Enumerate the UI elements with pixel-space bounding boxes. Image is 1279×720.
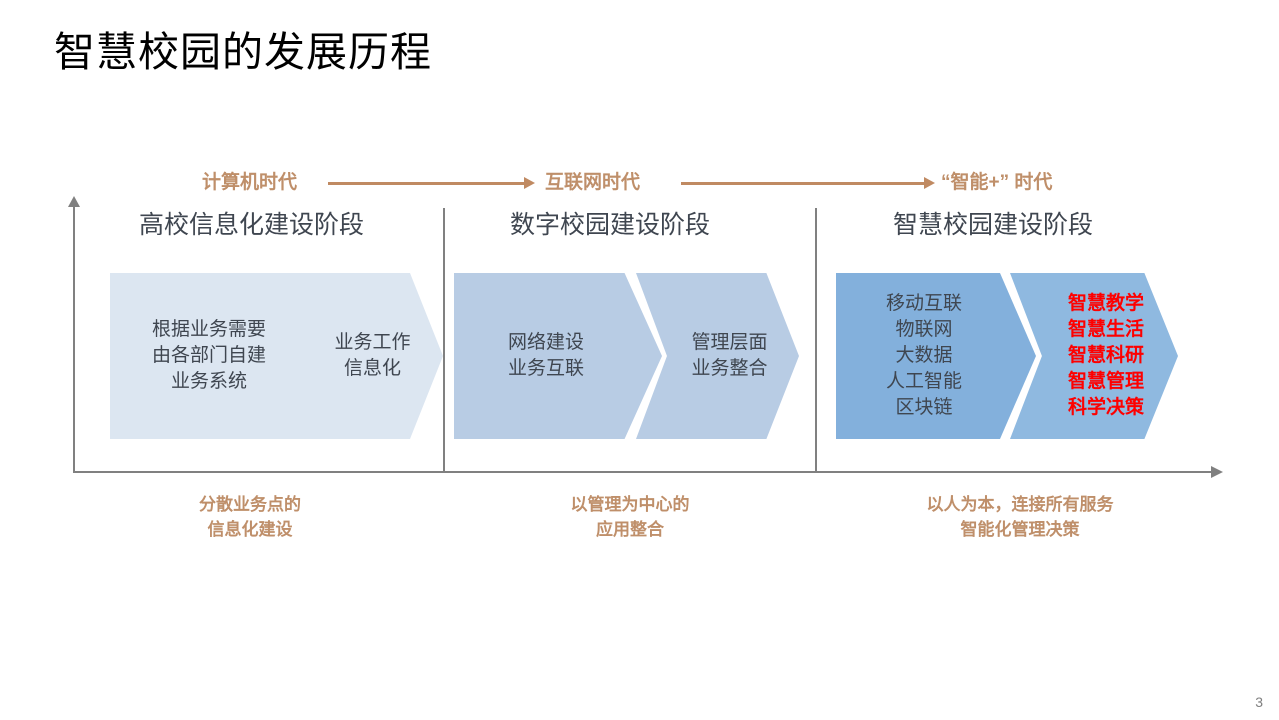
era-band: 计算机时代 互联网时代 “智能+” 时代 [0,170,1279,200]
chevron-3-1: 移动互联 物联网 大数据 人工智能 区块链 [836,273,1036,439]
chevron-1-2-label: 业务工作 信息化 [334,332,411,379]
page-title: 智慧校园的发展历程 [54,29,432,75]
stage-heading-2: 数字校园建设阶段 [510,211,711,239]
chevron-2-2-label: 管理层面 业务整合 [691,332,768,379]
chevron-1-1-label: 根据业务需要 由各部门自建 业务系统 [151,319,266,392]
stage-3-chevron-group: 移动互联 物联网 大数据 人工智能 区块链 智慧教学 智慧生活 智慧科研 智慧管… [836,273,1178,439]
era-label-internet: 互联网时代 [545,172,641,193]
page-number: 3 [1255,694,1263,710]
stage-heading-3: 智慧校园建设阶段 [893,211,1094,239]
chevron-3-2-label: 智慧教学 智慧生活 智慧科研 智慧管理 科学决策 [1067,293,1144,418]
y-axis-line [73,205,75,473]
stage-caption-1: 分散业务点的 信息化建设 [199,495,301,539]
stage-divider-2 [815,208,817,472]
x-axis-arrowhead-icon [1211,466,1223,478]
chevron-3-1-label: 移动互联 物联网 大数据 人工智能 区块链 [885,293,962,418]
chevron-2-1-label: 网络建设 业务互联 [507,332,584,379]
y-axis-arrowhead-icon [68,196,80,207]
stage-caption-3: 以人为本，连接所有服务 智能化管理决策 [926,495,1114,539]
stage-heading-1: 高校信息化建设阶段 [139,211,365,239]
stage-2-chevron-group: 网络建设 业务互联 管理层面 业务整合 [454,273,799,439]
era-arrow-2-icon [681,177,935,189]
chevron-2-1: 网络建设 业务互联 [454,273,662,439]
era-label-intelligence-plus: “智能+” 时代 [941,172,1053,193]
stage-divider-1 [443,208,445,472]
x-axis-line [73,471,1215,473]
stage-caption-2: 以管理为中心的 应用整合 [570,495,690,539]
era-label-computer: 计算机时代 [202,172,298,193]
era-arrow-1-icon [328,177,535,189]
stage-1-chevron-group: 根据业务需要 由各部门自建 业务系统 业务工作 信息化 [110,273,443,439]
